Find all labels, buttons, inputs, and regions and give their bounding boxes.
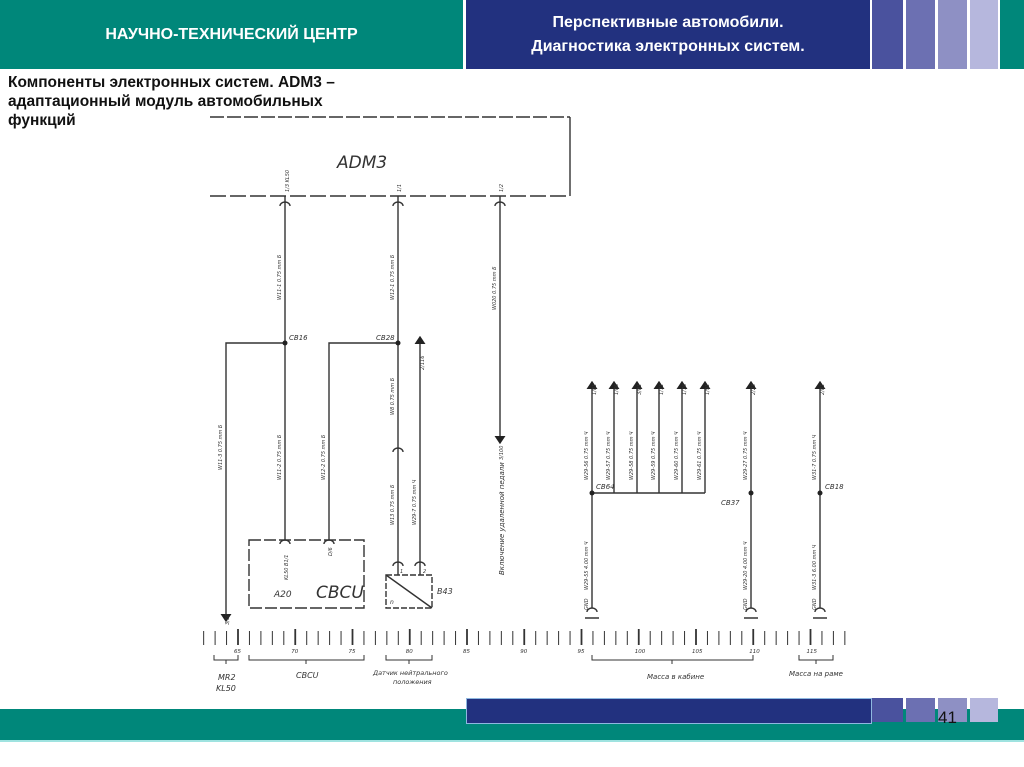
wire-label: W29-61 0.75 mm Ч — [697, 431, 703, 480]
wire-label: W12-1 0.75 mm Б — [390, 254, 396, 300]
gnd-label: GND — [584, 598, 590, 610]
pedal-label: Включение удаленной педали — [498, 462, 506, 575]
ref-label: 2/116 — [420, 356, 426, 370]
ruler-number: 70 — [291, 649, 298, 655]
footer-deco-square — [906, 698, 935, 722]
ref-label: 3/81 — [637, 384, 643, 395]
wire-label: W020 0.75 mm Б — [492, 266, 498, 310]
wire-label: W29-55 4.00 mm Ч — [584, 541, 590, 590]
ground-wires: CB64 CB37 CB18 W29-56 0.75 mm Ч W29-57 0… — [584, 380, 844, 619]
ruler-number: 95 — [578, 649, 585, 655]
footer-deco-square — [970, 698, 998, 722]
wire-label: W11-3 0.75 mm Б — [218, 424, 224, 470]
ruler-number: 80 — [406, 649, 413, 655]
wire-label: W29-56 0.75 mm Ч — [584, 431, 590, 480]
header-deco-square — [970, 0, 998, 69]
b43-pin: 2 — [423, 569, 426, 575]
pin-label: 1/1 — [397, 184, 403, 192]
wire-label: W11-1 0.75 mm Б — [277, 254, 283, 300]
wire-label: W11-2 0.75 mm Б — [277, 434, 283, 480]
course-title-line1: Перспективные автомобили. — [552, 13, 784, 31]
wire-label: W29-57 0.75 mm Ч — [606, 431, 612, 480]
module-label: ADM3 — [336, 153, 387, 173]
wire-label: W29-7 0.75 mm Ч — [412, 479, 418, 525]
header-deco-square — [906, 0, 935, 69]
wire-label: W12-2 0.75 mm Б — [321, 434, 327, 480]
pin-label: 1/3 KL50 — [285, 170, 291, 192]
header-deco-square — [938, 0, 967, 69]
wire-label: W29-27 0.75 mm Ч — [743, 431, 749, 480]
footer-deco-square — [938, 698, 967, 722]
ref-label: 1/86 — [614, 384, 620, 395]
cbcu-id: A20 — [273, 590, 292, 600]
ruler-groups: MR2 KL50 CBCU Датчик нейтрального положе… — [213, 655, 843, 693]
wire-label: W13 0.75 mm Б — [390, 484, 396, 525]
cbcu-unit: A20 CBCU KL50 B1/1 D/6 — [248, 539, 365, 609]
node-dot — [282, 340, 288, 346]
ref-label: 1/81 — [592, 384, 598, 395]
footer-blue-band — [466, 698, 872, 724]
gnd-label: GND — [743, 598, 749, 610]
header-course-title: Перспективные автомобили. Диагностика эл… — [466, 0, 870, 69]
header-deco-square — [872, 0, 903, 69]
header-org-title: НАУЧНО-ТЕХНИЧЕСКИЙ ЦЕНТР — [0, 0, 463, 69]
b43-mark: n — [390, 599, 394, 606]
wire-label: W29-58 0.75 mm Ч — [629, 431, 635, 480]
ruler-number: 85 — [463, 649, 470, 655]
wire-label: W29-60 0.75 mm Ч — [674, 431, 680, 480]
ref-label: 1/91 — [705, 384, 711, 395]
group-label: Датчик нейтрального — [372, 669, 448, 677]
ruler-number: 100 — [635, 649, 646, 655]
node-label: CB64 — [596, 483, 615, 491]
ref-label: 3/50 — [225, 614, 231, 625]
page-number: 41 — [938, 708, 957, 727]
gnd-label: GND — [812, 598, 818, 610]
ref-label: 3/100 — [499, 446, 505, 460]
node-label: CB18 — [825, 483, 844, 491]
course-title-line2: Диагностика электронных систем. — [531, 37, 805, 55]
ruler-number: 115 — [807, 649, 818, 655]
ref-label: 2/81 — [820, 384, 826, 395]
group-label: Масса в кабине — [647, 673, 704, 681]
node-label: CB16 — [289, 334, 308, 342]
header-deco-tail — [1000, 0, 1024, 69]
node-label: CB28 — [376, 334, 395, 342]
slide-subtitle: Компоненты электронных систем. ADM3 – ад… — [8, 74, 335, 129]
ref-label: 1/76 — [682, 384, 688, 395]
group-label: положения — [393, 678, 432, 686]
pin-label: 1/2 — [499, 184, 505, 192]
group-label: KL50 — [216, 684, 236, 693]
adm3-module: ADM3 1/3 KL50 1/1 1/2 — [210, 116, 571, 197]
b43-sensor: B43 n 1 2 — [385, 569, 453, 609]
ruler-number: 110 — [749, 649, 760, 655]
ruler-number: 105 — [692, 649, 703, 655]
wire-label: W29-59 0.75 mm Ч — [651, 431, 657, 480]
wire-label: W31-3 6.00 mm Ч — [812, 544, 818, 590]
cbcu-name: CBCU — [316, 583, 364, 603]
ruler-number: 90 — [520, 649, 527, 655]
wires-left: CB16 CB28 W11-1 0.75 mm Б W12-1 0.75 mm … — [218, 196, 506, 625]
node-label: CB37 — [721, 499, 740, 507]
cbcu-pin: KL50 B1/1 — [284, 555, 290, 581]
ruler-number: 65 — [234, 649, 241, 655]
grid-ruler: 65 70 75 80 85 90 95 100 105 110 115 — [203, 629, 846, 655]
ref-label: 1/71 — [659, 384, 665, 395]
ruler-number: 75 — [349, 649, 356, 655]
group-label: Масса на раме — [789, 670, 843, 678]
ref-label: 2/23 — [751, 384, 757, 395]
b43-id: B43 — [437, 587, 453, 596]
node-dot — [395, 340, 401, 346]
group-label: CBCU — [296, 671, 319, 680]
cbcu-pin: D/6 — [328, 547, 334, 556]
b43-pin: 1 — [400, 569, 403, 575]
group-label: MR2 — [218, 673, 236, 682]
wire-label: W8 0.75 mm Б — [390, 377, 396, 415]
wire-label: W31-7 0.75 mm Ч — [812, 434, 818, 480]
wire-label: W29-20 4.00 mm Ч — [743, 541, 749, 590]
footer-deco-square — [872, 698, 903, 722]
